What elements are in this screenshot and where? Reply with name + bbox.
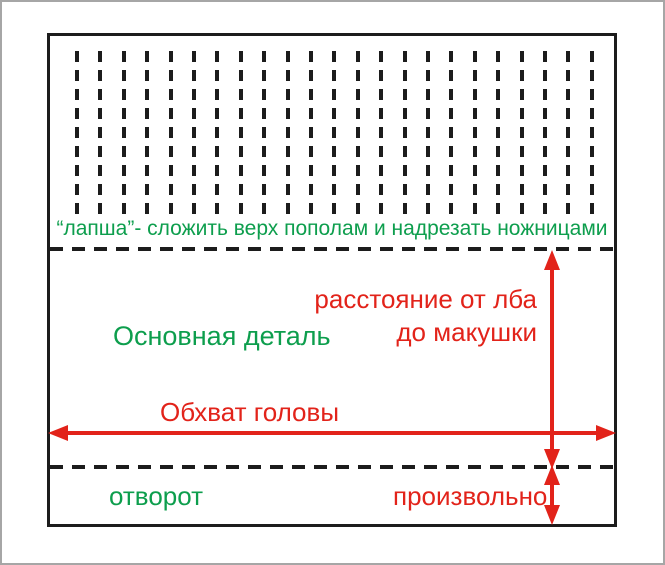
fringe-caption: “лапша”- сложить верх пополам и надрезат… <box>56 217 608 240</box>
arrow-shaft <box>550 479 554 511</box>
forehead-to-crown-label-line2: до макушки <box>396 317 537 347</box>
main-part-label: Основная деталь <box>113 321 331 351</box>
fringe-dashed-line <box>238 51 243 214</box>
fringe-dashed-line <box>309 51 313 214</box>
cuff-height-arrow <box>544 465 560 525</box>
fringe-dashed-line <box>402 51 407 214</box>
fringe-dashed-line <box>379 51 384 214</box>
fringe-dashed-line <box>98 51 103 214</box>
head-circumference-arrow <box>48 425 616 441</box>
forehead-to-crown-label-line1: расстояние от лба <box>314 284 537 314</box>
arrow-shaft <box>62 431 602 435</box>
forehead-to-crown-arrow <box>544 250 560 469</box>
fringe-dashed-line <box>426 51 430 214</box>
arrow-head-down-icon <box>544 449 560 469</box>
fringe-dashed-line <box>145 51 150 214</box>
arrow-head-left-icon <box>48 425 68 441</box>
fringe-dashed-line <box>262 51 267 214</box>
fringe-dashed-line <box>543 51 547 214</box>
fringe-dashed-line <box>285 51 290 214</box>
fringe-dashed-line <box>589 51 594 214</box>
fringe-dashed-line <box>215 51 220 214</box>
fringe-dashed-line <box>472 51 477 214</box>
arrow-head-down-icon <box>544 505 560 525</box>
fringe-dashed-line <box>449 51 454 214</box>
fringe-dashed-line <box>496 51 501 214</box>
fringe-dashed-line <box>168 51 173 214</box>
arrow-head-right-icon <box>596 425 616 441</box>
arrow-shaft <box>550 264 554 455</box>
fringe-dashed-line <box>355 51 360 214</box>
fringe-dashed-line <box>121 51 126 214</box>
bottom-fold-dashed-line <box>50 465 616 469</box>
arrow-head-up-icon <box>544 465 560 485</box>
fringe-dashed-line <box>192 51 196 214</box>
cuff-label: отворот <box>109 481 204 511</box>
arbitrary-height-label: произвольно <box>393 481 548 511</box>
fringe-dashed-line <box>566 51 571 214</box>
arrow-head-up-icon <box>544 250 560 270</box>
fringe-dashed-line <box>519 51 524 214</box>
fringe-dashed-line <box>75 51 79 214</box>
fringe-dashed-line <box>332 51 337 214</box>
top-fold-dashed-line <box>50 247 616 251</box>
forehead-to-crown-label: расстояние от лба до макушки <box>314 283 537 349</box>
head-circumference-label: Обхват головы <box>160 397 340 427</box>
